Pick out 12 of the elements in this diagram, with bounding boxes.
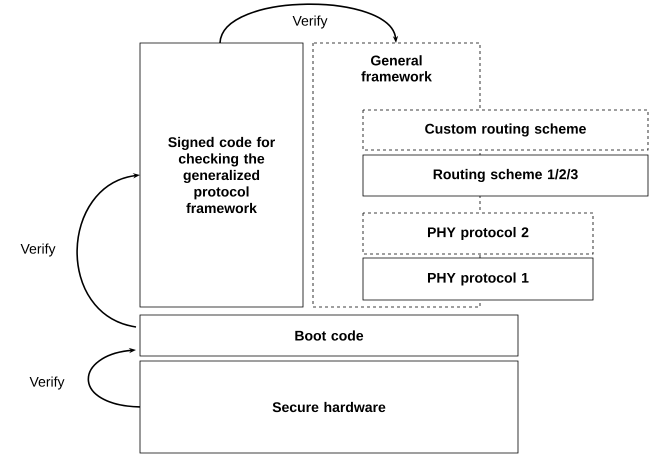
box: Secure hardware bbox=[140, 360, 518, 454]
box: Routing scheme 1/2/3 bbox=[362, 154, 648, 196]
edge-label: Verify bbox=[28, 375, 66, 390]
arrow bbox=[88, 348, 140, 408]
edge-label: Verify bbox=[20, 242, 57, 258]
edge-label: Verify bbox=[292, 14, 328, 30]
dashed-box: Custom routing scheme bbox=[362, 110, 648, 150]
box: Signed code for checking the generalized protocol framework bbox=[140, 42, 304, 308]
box: PHY protocol 1 bbox=[362, 258, 594, 300]
arrow bbox=[219, 3, 398, 44]
box: Boot code bbox=[140, 314, 518, 356]
dashed-box: PHY protocol 2 bbox=[362, 212, 594, 254]
